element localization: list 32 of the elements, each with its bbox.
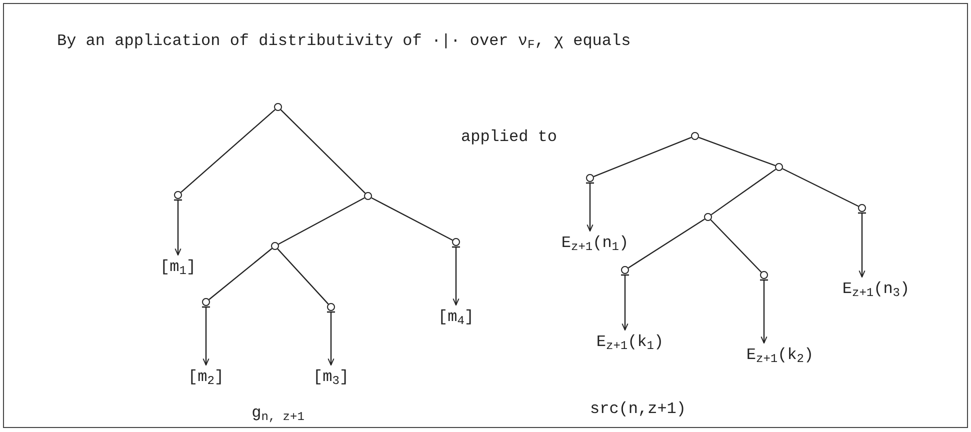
maps-to-arrow <box>326 311 336 366</box>
leaf-term: E$_{z+1}$(n$_{1}$) <box>561 232 629 254</box>
leaf-term: [m$_{2}$] <box>188 366 224 388</box>
tree-branch <box>594 136 692 178</box>
leaf-term: [m$_{4}$] <box>438 306 474 328</box>
maps-to-arrow <box>585 182 595 232</box>
caption-text: src(n,z+1) <box>590 399 686 420</box>
caption-text: g$_{n, z+1}$ <box>252 403 304 424</box>
tree-branch <box>180 109 276 193</box>
tree-branch <box>710 219 762 273</box>
maps-to-arrow <box>201 306 211 366</box>
leaf-term: [m$_{1}$] <box>160 256 196 278</box>
maps-to-arrow <box>759 279 769 344</box>
tree-branch <box>628 218 705 268</box>
leaf-term: [m$_{3}$] <box>313 366 349 388</box>
heading-text: By an application of distributivity of ·|· over ν$_{F}$, χ equals <box>57 31 631 53</box>
tree-branch <box>277 248 329 304</box>
tree-branch <box>371 197 453 241</box>
maps-to-arrow <box>173 199 183 256</box>
tree-branch <box>208 248 272 300</box>
tree-branch <box>698 136 776 166</box>
caption-text: applied to <box>461 127 557 148</box>
tree-branch <box>278 197 365 245</box>
maps-to-arrow <box>857 212 867 278</box>
leaf-term: E$_{z+1}$(k$_{2}$) <box>746 344 814 366</box>
leaf-term: E$_{z+1}$(k$_{1}$) <box>596 331 664 353</box>
tree-branch <box>280 109 366 194</box>
tree-branch <box>710 168 776 216</box>
tree-branch <box>782 168 859 207</box>
maps-to-arrow <box>620 274 630 330</box>
maps-to-arrow <box>451 246 461 306</box>
leaf-term: E$_{z+1}$(n$_{3}$) <box>842 278 910 300</box>
